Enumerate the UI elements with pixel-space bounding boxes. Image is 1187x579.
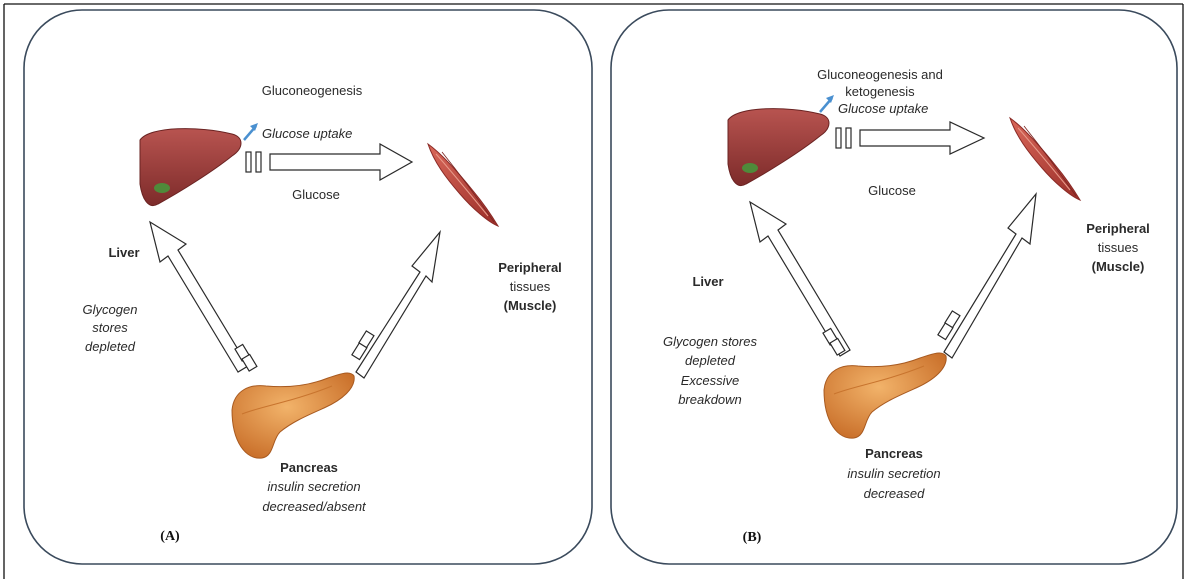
pancreas-label: Pancreas (865, 446, 923, 461)
pancreas-note: decreased/absent (262, 499, 367, 514)
panel-tag: (B) (743, 530, 762, 545)
peripheral-label: tissues (510, 279, 551, 294)
panel-b: Gluconeogenesis and ketogenesis Glucose … (611, 10, 1177, 564)
peripheral-label: Peripheral (1086, 221, 1150, 236)
liver-note: stores (92, 320, 128, 335)
liver-label: Liver (108, 245, 139, 260)
glucose-label: Glucose (292, 187, 340, 202)
panel-tag: (A) (160, 529, 180, 544)
pancreas-label: Pancreas (280, 460, 338, 475)
pancreas-note: insulin secretion (267, 479, 360, 494)
glucose-label: Glucose (868, 183, 916, 198)
peripheral-label: tissues (1098, 240, 1139, 255)
liver-note: Excessive (681, 373, 740, 388)
uptake-label: Glucose uptake (838, 101, 928, 116)
process-label: Gluconeogenesis (262, 83, 363, 98)
process-label: Gluconeogenesis and (817, 67, 943, 82)
pancreas-note: insulin secretion (847, 466, 940, 481)
liver-label: Liver (692, 274, 723, 289)
liver-note: depleted (85, 339, 136, 354)
liver-note: Glycogen (83, 302, 138, 317)
pancreas-note: decreased (864, 486, 925, 501)
liver-note: depleted (685, 353, 736, 368)
peripheral-label: (Muscle) (504, 298, 557, 313)
peripheral-label: Peripheral (498, 260, 562, 275)
liver-note: Glycogen stores (663, 334, 757, 349)
process-label: ketogenesis (845, 84, 915, 99)
uptake-label: Glucose uptake (262, 126, 352, 141)
panel-a: Gluconeogenesis Glucose uptake Glucose L… (24, 10, 592, 564)
liver-note: breakdown (678, 392, 742, 407)
peripheral-label: (Muscle) (1092, 259, 1145, 274)
